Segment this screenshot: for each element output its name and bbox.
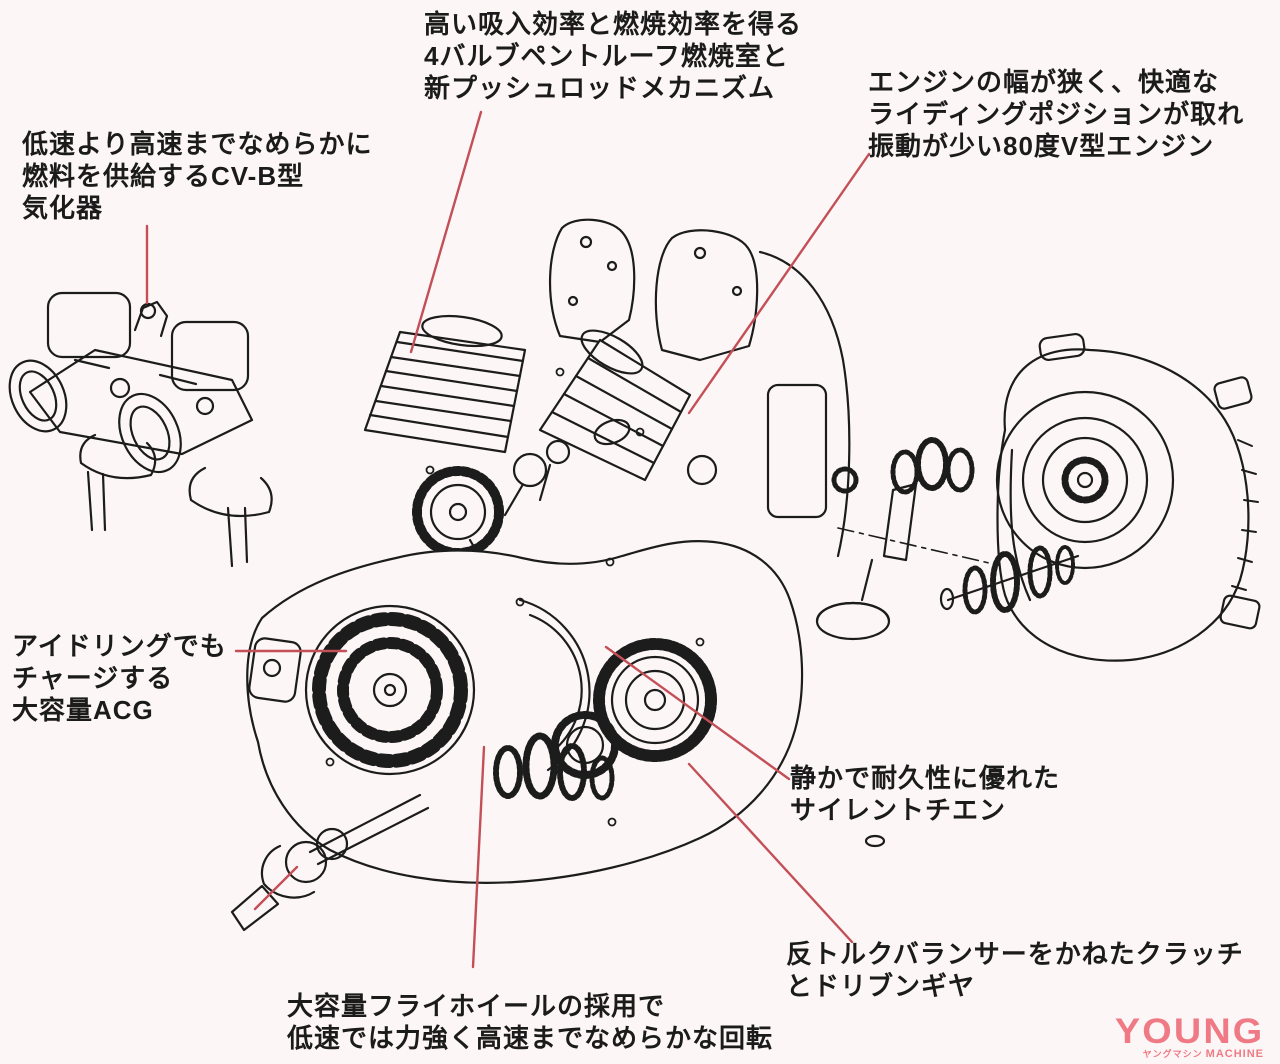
label-clutch: 反トルクバランサーをかねたクラッチ とドリブンギヤ bbox=[786, 938, 1244, 1002]
label-v-engine-line2: ライディングポジションが取れ bbox=[868, 99, 1245, 129]
acg-alternator-drawing bbox=[304, 604, 476, 776]
label-silent-chain-line1: 静かで耐久性に優れた bbox=[790, 763, 1061, 793]
logo-subtitle-en: MACHINE bbox=[1205, 1048, 1264, 1060]
leader-driveshaft bbox=[253, 865, 299, 911]
gearbox-drawing bbox=[939, 332, 1261, 662]
logo-subtitle-jp: ヤングマシン bbox=[1142, 1049, 1203, 1059]
label-combustion-line2: 4バルブペントルーフ燃焼室と bbox=[424, 41, 789, 71]
label-carburetor-line1: 低速より高速までなめらかに bbox=[22, 129, 373, 159]
label-carburetor-line2: 燃料を供給するCV-B型 bbox=[22, 161, 305, 191]
leader-combustion bbox=[409, 110, 483, 354]
label-carburetor-line3: 気化器 bbox=[22, 193, 104, 223]
label-v-engine-line3: 振動が少い80度V型エンジン bbox=[868, 131, 1215, 161]
engine-mount-brackets bbox=[548, 218, 759, 362]
leader-flywheel bbox=[471, 745, 486, 969]
cylinder-right bbox=[538, 329, 692, 482]
leader-lines bbox=[145, 110, 871, 969]
label-acg-line3: 大容量ACG bbox=[12, 695, 154, 725]
label-flywheel: 大容量フライホイールの採用で 低速では力強く高速までなめらかな回転 bbox=[287, 990, 773, 1054]
label-carburetor: 低速より高速までなめらかに 燃料を供給するCV-B型 気化器 bbox=[22, 128, 372, 224]
label-v-engine-line1: エンジンの幅が狭く、快適な bbox=[868, 67, 1220, 97]
leader-v-engine bbox=[687, 152, 871, 415]
label-flywheel-line2: 低速では力強く高速までなめらかな回転 bbox=[287, 1023, 774, 1053]
output-shaft-ujoint-drawing bbox=[230, 793, 430, 932]
label-silent-chain: 静かで耐久性に優れた サイレントチエン bbox=[790, 762, 1060, 826]
oil-pump-drawing bbox=[815, 437, 975, 641]
label-acg-line1: アイドリングでも bbox=[12, 631, 227, 661]
label-combustion: 高い吸入効率と燃焼効率を得る 4バルブペントルーフ燃焼室と 新プッシュロッドメカ… bbox=[424, 8, 802, 104]
leader-silent-chain bbox=[604, 645, 791, 781]
gear-cluster-shaft bbox=[939, 545, 1080, 615]
label-silent-chain-line2: サイレントチエン bbox=[790, 795, 1007, 825]
label-clutch-line2: とドリブンギヤ bbox=[786, 971, 976, 1001]
finned-cylinder-left bbox=[363, 314, 527, 454]
bolt-details bbox=[325, 367, 705, 827]
label-combustion-line1: 高い吸入効率と燃焼効率を得る bbox=[424, 9, 803, 39]
label-combustion-line3: 新プッシュロッドメカニズム bbox=[424, 73, 776, 103]
label-acg: アイドリングでも チャージする 大容量ACG bbox=[12, 630, 227, 726]
label-v-engine: エンジンの幅が狭く、快適な ライディングポジションが取れ 振動が少い80度V型エ… bbox=[868, 66, 1244, 162]
leader-clutch bbox=[687, 762, 854, 944]
label-flywheel-line1: 大容量フライホイールの採用で bbox=[287, 991, 666, 1021]
carburetor-drawing bbox=[8, 291, 273, 568]
label-acg-line2: チャージする bbox=[12, 663, 174, 693]
logo-title: YOUNG bbox=[1114, 1012, 1264, 1051]
main-engine-drawing bbox=[230, 218, 886, 932]
shaft-alignment-line bbox=[837, 527, 1003, 567]
crankcase-outline bbox=[246, 540, 804, 884]
gearshaft-cluster-drawing bbox=[493, 732, 886, 848]
label-clutch-line1: 反トルクバランサーをかねたクラッチ bbox=[786, 939, 1244, 969]
